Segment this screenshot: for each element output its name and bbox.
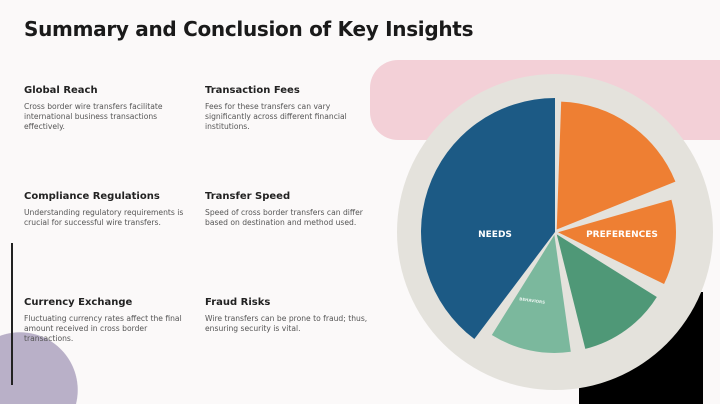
card-heading: Currency Exchange — [24, 297, 133, 308]
card-transaction-fees: Transaction Fees Fees for these transfer… — [205, 85, 375, 132]
card-heading: Compliance Regulations — [24, 191, 160, 202]
decor-vertical-line — [11, 243, 13, 385]
card-text: Fluctuating currency rates affect the fi… — [24, 314, 182, 343]
slice-preferences — [557, 199, 676, 284]
lavender-decor-circle — [0, 332, 78, 404]
card-text: Speed of cross border transfers can diff… — [205, 208, 363, 227]
card-fraud-risks: Fraud Risks Wire transfers can be prone … — [205, 297, 375, 334]
slice-behaviors — [491, 234, 571, 353]
card-text: Fees for these transfers can vary signif… — [205, 102, 347, 131]
card-heading: Transfer Speed — [205, 191, 291, 202]
card-text: Cross border wire transfers facilitate i… — [24, 102, 163, 131]
preferences-label: PREFERENCES — [586, 230, 658, 240]
card-heading: Global Reach — [24, 85, 98, 96]
behaviors-label: BEHAVIORS — [519, 296, 545, 305]
slice-top-orange — [556, 101, 676, 230]
card-heading: Fraud Risks — [205, 297, 271, 308]
needs-label: NEEDS — [478, 230, 512, 240]
slice-needs — [420, 98, 555, 340]
card-text: Understanding regulatory requirements is… — [24, 208, 184, 227]
card-heading: Transaction Fees — [205, 85, 300, 96]
card-global-reach: Global Reach Cross border wire transfers… — [24, 85, 194, 132]
card-text: Wire transfers can be prone to fraud; th… — [205, 314, 368, 333]
card-compliance-regulations: Compliance Regulations Understanding reg… — [24, 191, 194, 228]
card-transfer-speed: Transfer Speed Speed of cross border tra… — [205, 191, 375, 228]
page-title: Summary and Conclusion of Key Insights — [24, 17, 474, 41]
slice-dark-green — [556, 234, 657, 349]
card-currency-exchange: Currency Exchange Fluctuating currency r… — [24, 297, 194, 344]
